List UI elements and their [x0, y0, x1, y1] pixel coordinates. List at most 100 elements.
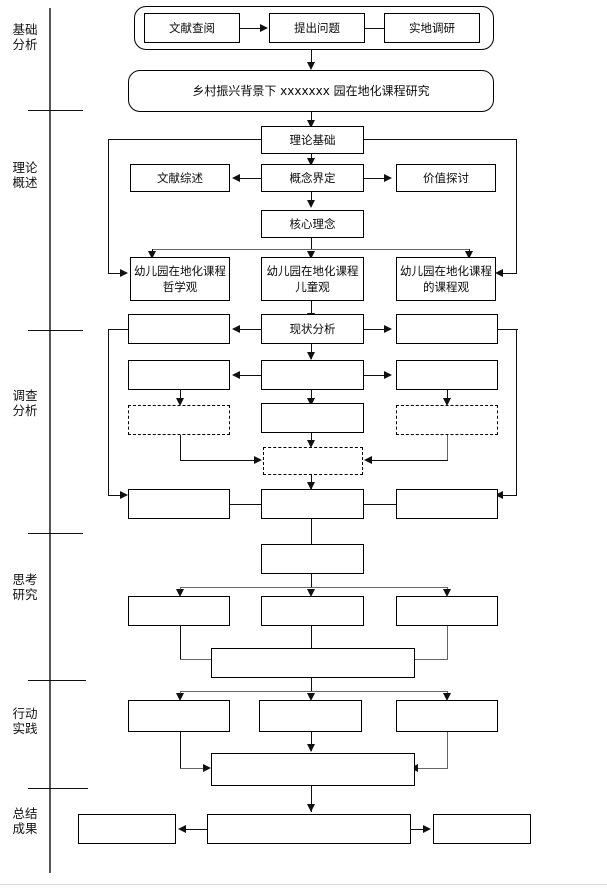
edge-dashedleft-down — [180, 435, 182, 461]
stage-rail — [49, 8, 51, 873]
node-summary-center[interactable] — [207, 814, 411, 844]
edge-reflectioncenter-to-wide — [311, 626, 313, 648]
arrowhead-status-to-right1 — [384, 324, 392, 333]
node-theory-base[interactable]: 理论基础 — [261, 126, 364, 154]
node-field-research[interactable]: 实地调研 — [384, 13, 480, 43]
arrowhead-litreview-to-question — [260, 23, 268, 32]
edge-practiceleft-to-wide — [180, 768, 208, 770]
node-survey-left-2[interactable] — [128, 360, 230, 390]
arrowhead-reflection-fan-left — [176, 589, 184, 597]
node-title-box[interactable]: 乡村振兴背景下 xxxxxxx 园在地化课程研究 — [128, 70, 494, 112]
node-practice-center[interactable] — [259, 700, 362, 732]
arrowhead-merge-to-row4 — [307, 482, 315, 490]
node-survey-right-1[interactable] — [396, 314, 498, 344]
node-philosophy-view[interactable]: 幼儿园在地化课程哲学观 — [130, 257, 230, 301]
arrowhead-center2-to-dashedcenter — [307, 398, 315, 406]
stage-label-summary-c1: 总结成果 — [12, 806, 38, 836]
edge-theorybase-left-into-philosophy — [108, 273, 122, 275]
edge-practiceright-to-wide — [418, 768, 448, 770]
edge-practicewide-to-summary — [311, 786, 313, 812]
arrowhead-practice-fan-left — [176, 693, 184, 701]
edge-survey-rightrail-top — [498, 328, 518, 330]
edge-center2-to-left2 — [240, 374, 261, 376]
node-survey-left-1[interactable] — [128, 314, 230, 344]
node-survey-right-2[interactable] — [396, 360, 498, 390]
edge-foundation-to-title — [311, 50, 313, 67]
node-core-idea[interactable]: 核心理念 — [261, 210, 364, 238]
node-lit-summary[interactable]: 文献综述 — [130, 164, 230, 192]
node-survey-center-3[interactable] — [261, 403, 364, 433]
arrowhead-concept-to-litsummary — [232, 173, 240, 182]
edge-center3-to-merge — [311, 433, 313, 446]
stage-label-foundation-c1: 基础分析 — [12, 22, 38, 52]
node-curriculum-view[interactable]: 幼儿园在地化课程的课程观 — [396, 257, 496, 301]
arrowhead-practicewide-to-summary — [307, 804, 315, 812]
edge-center2-to-dashedcenter — [311, 390, 313, 404]
edge-practicecenter-to-wide — [311, 732, 313, 751]
edge-practice-fan-bus — [180, 691, 447, 693]
node-practice-right[interactable] — [396, 700, 498, 732]
stage-divider-2 — [28, 330, 83, 332]
arrowhead-center2-to-left2 — [232, 370, 240, 379]
arrowhead-survey-leftrail — [120, 491, 128, 499]
arrowhead-center2-to-right2 — [384, 370, 392, 379]
edge-theorybase-left-h — [108, 139, 261, 141]
stage-label-reflection-c1: 思考研究 — [12, 572, 38, 602]
arrowhead-foundation-to-title — [307, 62, 315, 70]
arrowhead-right2-to-dashedright — [443, 398, 451, 406]
edge-status-to-right1 — [364, 328, 386, 330]
edge-summarycenter-to-left — [186, 828, 207, 830]
node-survey-center-4[interactable] — [261, 489, 364, 519]
edge-status-to-left1 — [240, 328, 261, 330]
stage-label-theory-c1: 理论概述 — [12, 160, 38, 190]
node-survey-center-2[interactable] — [261, 360, 364, 390]
node-raise-question[interactable]: 提出问题 — [269, 13, 365, 43]
stage-divider-1 — [28, 110, 83, 112]
node-summary-left[interactable] — [78, 814, 176, 844]
edge-dashedright-down — [447, 435, 449, 461]
edge-left4-center4 — [230, 504, 261, 506]
node-practice-left[interactable] — [128, 700, 230, 732]
edge-theorybase-right-into-curriculum — [503, 273, 517, 275]
edge-reflection-fan-bus — [180, 587, 447, 589]
node-summary-right[interactable] — [433, 814, 531, 844]
edge-concept-to-litsummary — [240, 177, 261, 179]
stage-divider-4 — [28, 680, 86, 682]
edge-survey-leftrail-bottom — [108, 495, 122, 497]
node-survey-right-4[interactable] — [396, 489, 498, 519]
node-reflection-wide[interactable] — [211, 648, 415, 678]
arrowhead-concept-to-coreidea — [307, 200, 315, 208]
stage-label-foundation: 基础分析 — [12, 22, 38, 52]
node-survey-merge-dashed[interactable] — [263, 447, 363, 475]
stage-label-theory: 理论概述 — [12, 160, 38, 190]
edge-survey-leftrail-v — [108, 328, 110, 496]
edge-theorybase-left-v — [108, 139, 110, 273]
node-survey-dashed-left[interactable] — [128, 405, 230, 435]
arrowhead-status-to-left1 — [232, 324, 240, 333]
node-value-discussion[interactable]: 价值探讨 — [396, 164, 496, 192]
edge-practiceright-down — [447, 732, 449, 769]
stage-label-survey: 调查分析 — [12, 388, 38, 418]
node-reflection-right[interactable] — [396, 596, 498, 626]
edge-dashedright-to-merge — [372, 460, 448, 462]
arrowhead-concept-to-value — [384, 173, 392, 182]
node-reflection-center-2[interactable] — [261, 596, 364, 626]
node-lit-review-top[interactable]: 文献查阅 — [144, 13, 240, 43]
arrowhead-practice-fan-center — [307, 693, 315, 701]
node-concept-define[interactable]: 概念界定 — [261, 164, 364, 192]
arrowhead-coreidea-to-child — [307, 251, 315, 259]
edge-survey-rightrail-v — [516, 328, 518, 496]
arrowhead-reflection-fan-right — [443, 589, 451, 597]
node-reflection-left[interactable] — [128, 596, 230, 626]
node-status-analysis[interactable]: 现状分析 — [261, 314, 364, 344]
node-child-view[interactable]: 幼儿园在地化课程儿童观 — [261, 257, 364, 301]
edge-status-to-row2 — [311, 344, 313, 359]
node-survey-dashed-right[interactable] — [396, 405, 498, 435]
node-practice-wide[interactable] — [211, 753, 415, 786]
arrowhead-dashedleft-to-merge — [254, 456, 262, 464]
edge-dashedleft-to-merge — [180, 460, 256, 462]
arrowhead-coreidea-to-curriculum — [465, 251, 473, 259]
edge-reflectionleft-to-wide — [180, 659, 212, 661]
node-survey-left-4[interactable] — [128, 489, 230, 519]
node-reflection-center-1[interactable] — [261, 544, 364, 574]
